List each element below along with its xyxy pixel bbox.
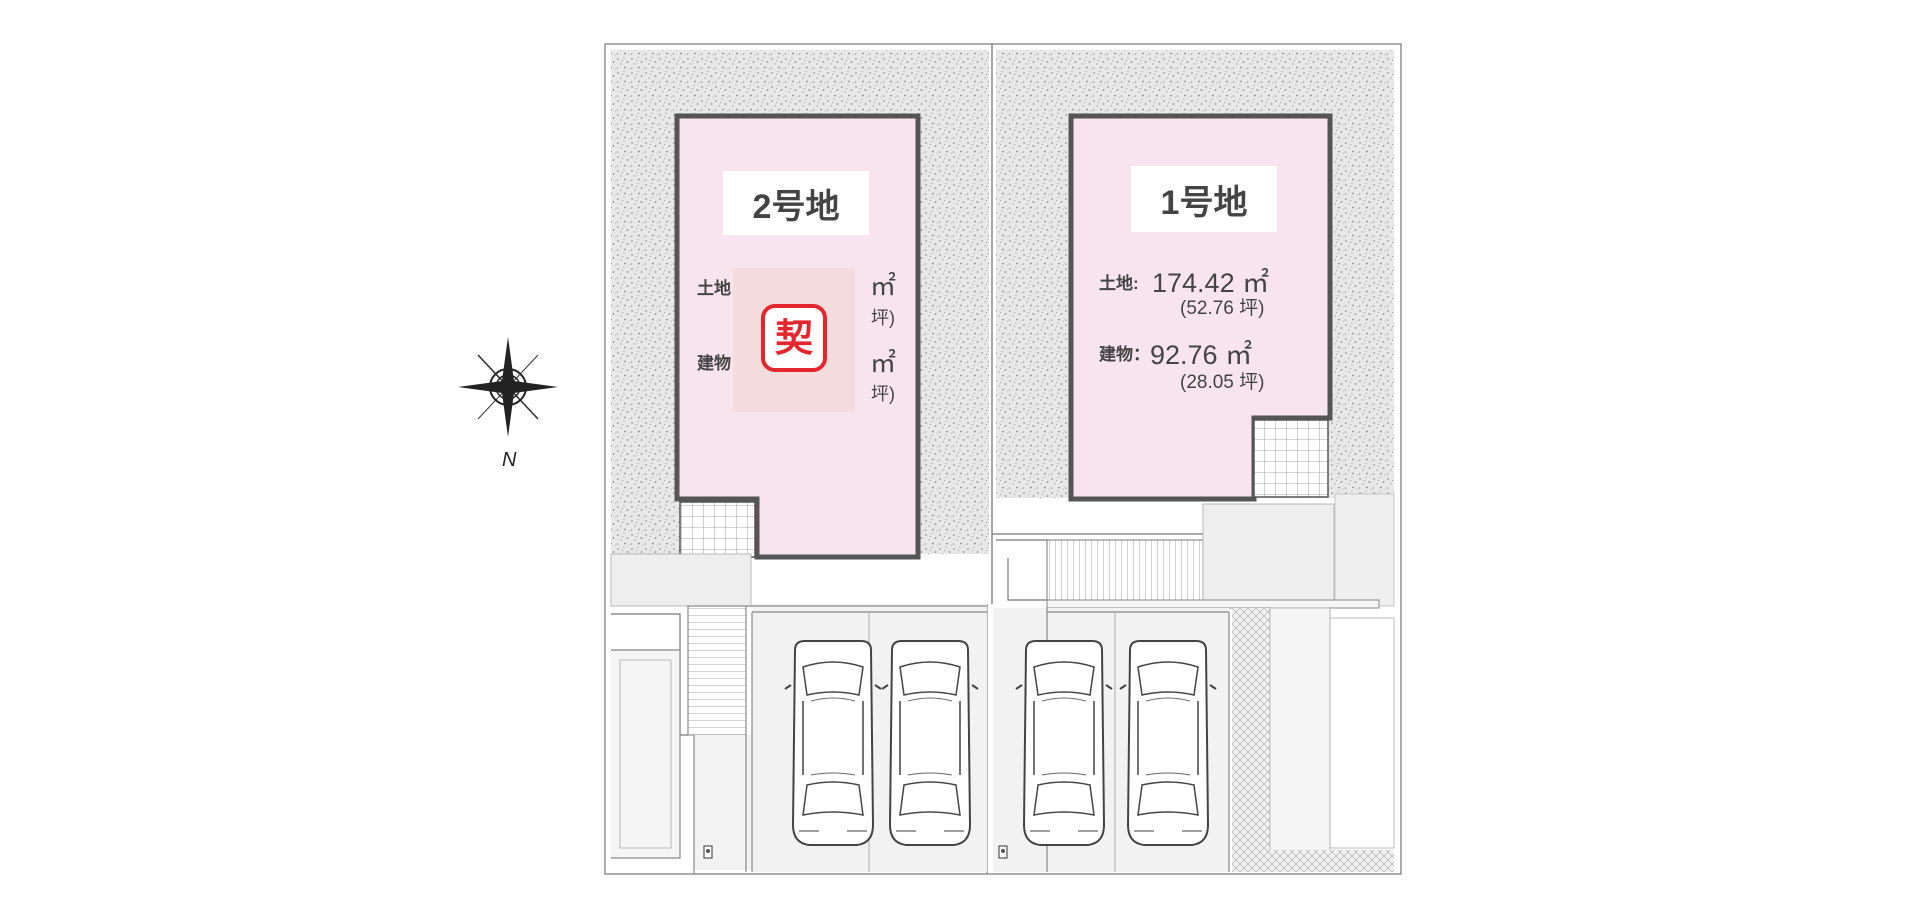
- planting-strip: [1232, 608, 1270, 850]
- lot-1-title-box: [1131, 166, 1277, 232]
- lot-2-title-box: [723, 171, 869, 235]
- lot-2-tiled-porch: [679, 501, 756, 558]
- adjacent-strip: [1329, 617, 1395, 849]
- lot-1-front-yard: [1202, 503, 1335, 605]
- lot-2-storage-outline: [611, 649, 681, 859]
- lot-2-land-unit: ㎡: [870, 271, 896, 301]
- lot-2-title: 2号地: [753, 188, 840, 226]
- contract-stamp: [761, 304, 827, 372]
- lot-1-stairs: [1046, 539, 1204, 601]
- parked-car-icon: [784, 640, 882, 846]
- lot-1-land-tsubo: (52.76 坪): [1180, 297, 1264, 319]
- lot-2-building-label: 建物: [697, 353, 731, 373]
- lot-1-land-label: 土地:: [1099, 273, 1139, 293]
- lot-2-storage-inner: [619, 659, 672, 849]
- lot-2-side-yard: [610, 553, 752, 607]
- lot-2-stairs: [687, 605, 747, 736]
- lot-1-step-wall: [992, 533, 1203, 601]
- lot-2-building-tsubo-unit: 坪): [871, 384, 895, 404]
- parked-car-icon: [881, 640, 979, 846]
- compass-north-label: N: [502, 449, 517, 471]
- lot-1-building-label: 建物：: [1099, 344, 1150, 364]
- compass-rose-icon: [458, 337, 558, 437]
- lot-2-land-tsubo-unit: 坪): [871, 308, 895, 328]
- lot-1-land-area: 174.42 ㎡: [1152, 268, 1269, 298]
- lot-1-paving: [1334, 493, 1395, 607]
- lot-2-building-unit: ㎡: [870, 348, 896, 378]
- lot-1-building-tsubo: (28.05 坪): [1180, 371, 1264, 393]
- lot-1-building-area: 92.76 ㎡: [1150, 340, 1252, 370]
- water-meter-icon-2: [998, 845, 1008, 859]
- lot-1-title: 1号地: [1161, 184, 1248, 222]
- parked-car-icon: [1015, 640, 1113, 846]
- parked-car-icon: [1119, 640, 1217, 846]
- lot-2-approach: [694, 735, 752, 870]
- entrance-walkway: [1269, 607, 1331, 871]
- lot-1-tiled-porch: [1253, 419, 1329, 498]
- bottom-lattice: [1232, 850, 1394, 872]
- water-meter-icon: [703, 845, 713, 859]
- lot-1-gate-strip: [1046, 599, 1380, 609]
- contract-stamp-text: 契: [775, 318, 813, 360]
- lot-2-land-label: 土地: [697, 278, 731, 298]
